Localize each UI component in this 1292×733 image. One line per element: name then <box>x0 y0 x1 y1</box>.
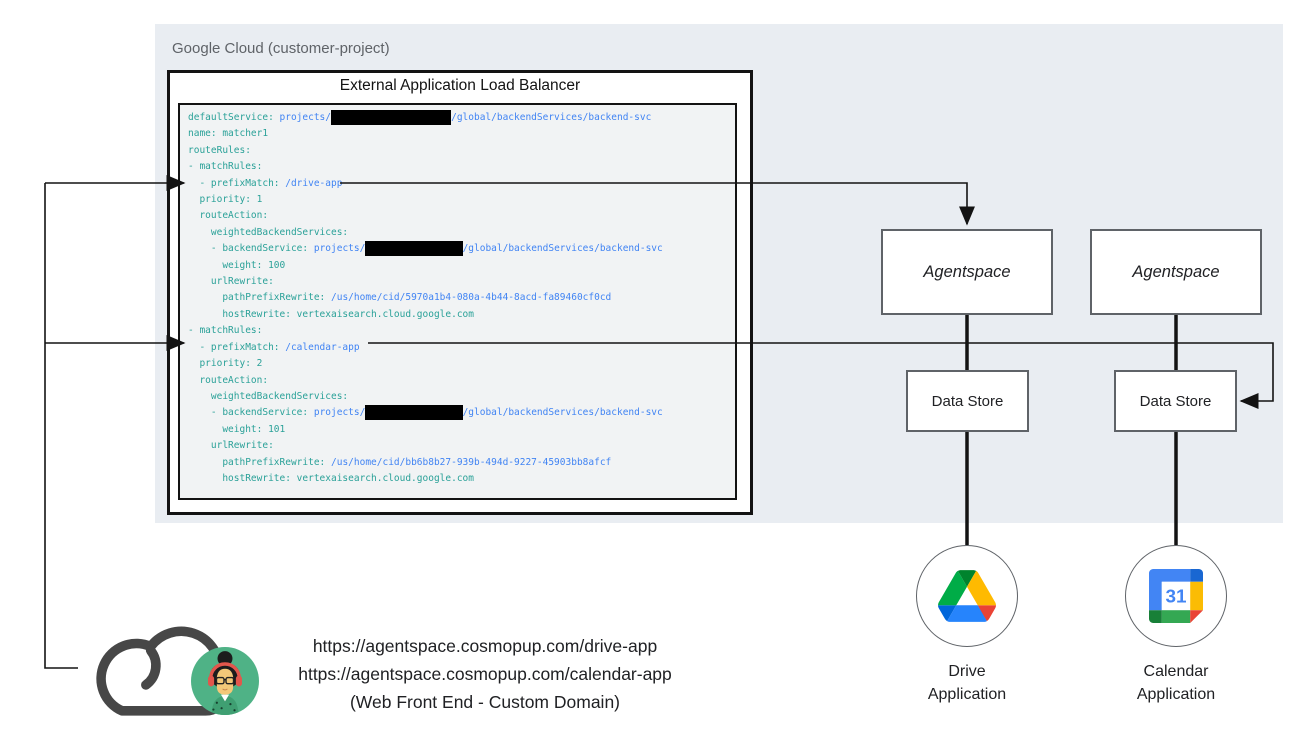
code-line: weightedBackendServices: <box>188 390 349 402</box>
google-calendar-icon: 31 <box>1149 569 1203 623</box>
code-line: - prefixMatch: /drive-app <box>188 177 343 189</box>
agentspace-box-1: Agentspace <box>881 229 1053 315</box>
data-store-label: Data Store <box>931 392 1004 410</box>
code-line: routeAction: <box>188 374 269 386</box>
client-loop-line <box>44 183 78 669</box>
user-avatar-icon <box>191 647 259 715</box>
drive-url: https://agentspace.cosmopup.com/drive-ap… <box>312 636 658 656</box>
client-caption: (Web Front End - Custom Domain) <box>349 692 621 712</box>
agentspace-label: Agentspace <box>1132 262 1220 281</box>
code-line: hostRewrite: vertexaisearch.cloud.google… <box>188 472 474 484</box>
code-line: - backendService: projects/ /global/back… <box>188 241 663 257</box>
agentspace-box-2: Agentspace <box>1090 229 1262 315</box>
calendar-app-label: Calendar Application <box>1136 663 1216 703</box>
code-line: urlRewrite: <box>188 276 274 288</box>
agentspace-label: Agentspace <box>923 262 1011 281</box>
code-line: - matchRules: <box>188 325 263 337</box>
code-line: routeAction: <box>188 210 269 222</box>
calendar-day-number: 31 <box>1165 586 1186 607</box>
code-line: hostRewrite: vertexaisearch.cloud.google… <box>188 308 474 320</box>
code-line: - backendService: projects/ /global/back… <box>188 405 663 421</box>
code-line: priority: 1 <box>188 194 263 206</box>
google-drive-icon <box>938 570 996 622</box>
data-store-label: Data Store <box>1139 392 1212 410</box>
code-line: weight: 101 <box>188 423 286 435</box>
code-line: priority: 2 <box>188 358 263 370</box>
data-store-box-2: Data Store <box>1114 370 1237 432</box>
client-urls: https://agentspace.cosmopup.com/drive-ap… <box>238 632 732 716</box>
code-line: - prefixMatch: /calendar-app <box>188 341 360 353</box>
code-line: name: matcher1 <box>188 128 269 140</box>
load-balancer-title: External Application Load Balancer <box>339 77 581 94</box>
code-line: routeRules: <box>188 144 251 156</box>
drive-app-node <box>916 545 1018 647</box>
code-line: defaultService: projects/ /global/backen… <box>188 110 652 125</box>
code-line: pathPrefixRewrite: /us/home/cid/bb6b8b27… <box>188 456 612 468</box>
code-line: weight: 100 <box>188 259 286 271</box>
code-line: - matchRules: <box>188 161 263 173</box>
google-cloud-panel-label: Google Cloud (customer-project) <box>172 40 390 57</box>
route-config-code: defaultService: projects/ /global/backen… <box>178 103 737 500</box>
calendar-app-node: 31 <box>1125 545 1227 647</box>
code-line: pathPrefixRewrite: /us/home/cid/5970a1b4… <box>188 292 612 304</box>
code-line: urlRewrite: <box>188 440 274 452</box>
data-store-box-1: Data Store <box>906 370 1029 432</box>
calendar-url: https://agentspace.cosmopup.com/calendar… <box>298 664 672 684</box>
drive-app-label: Drive Application <box>927 663 1007 703</box>
code-line: weightedBackendServices: <box>188 226 349 238</box>
